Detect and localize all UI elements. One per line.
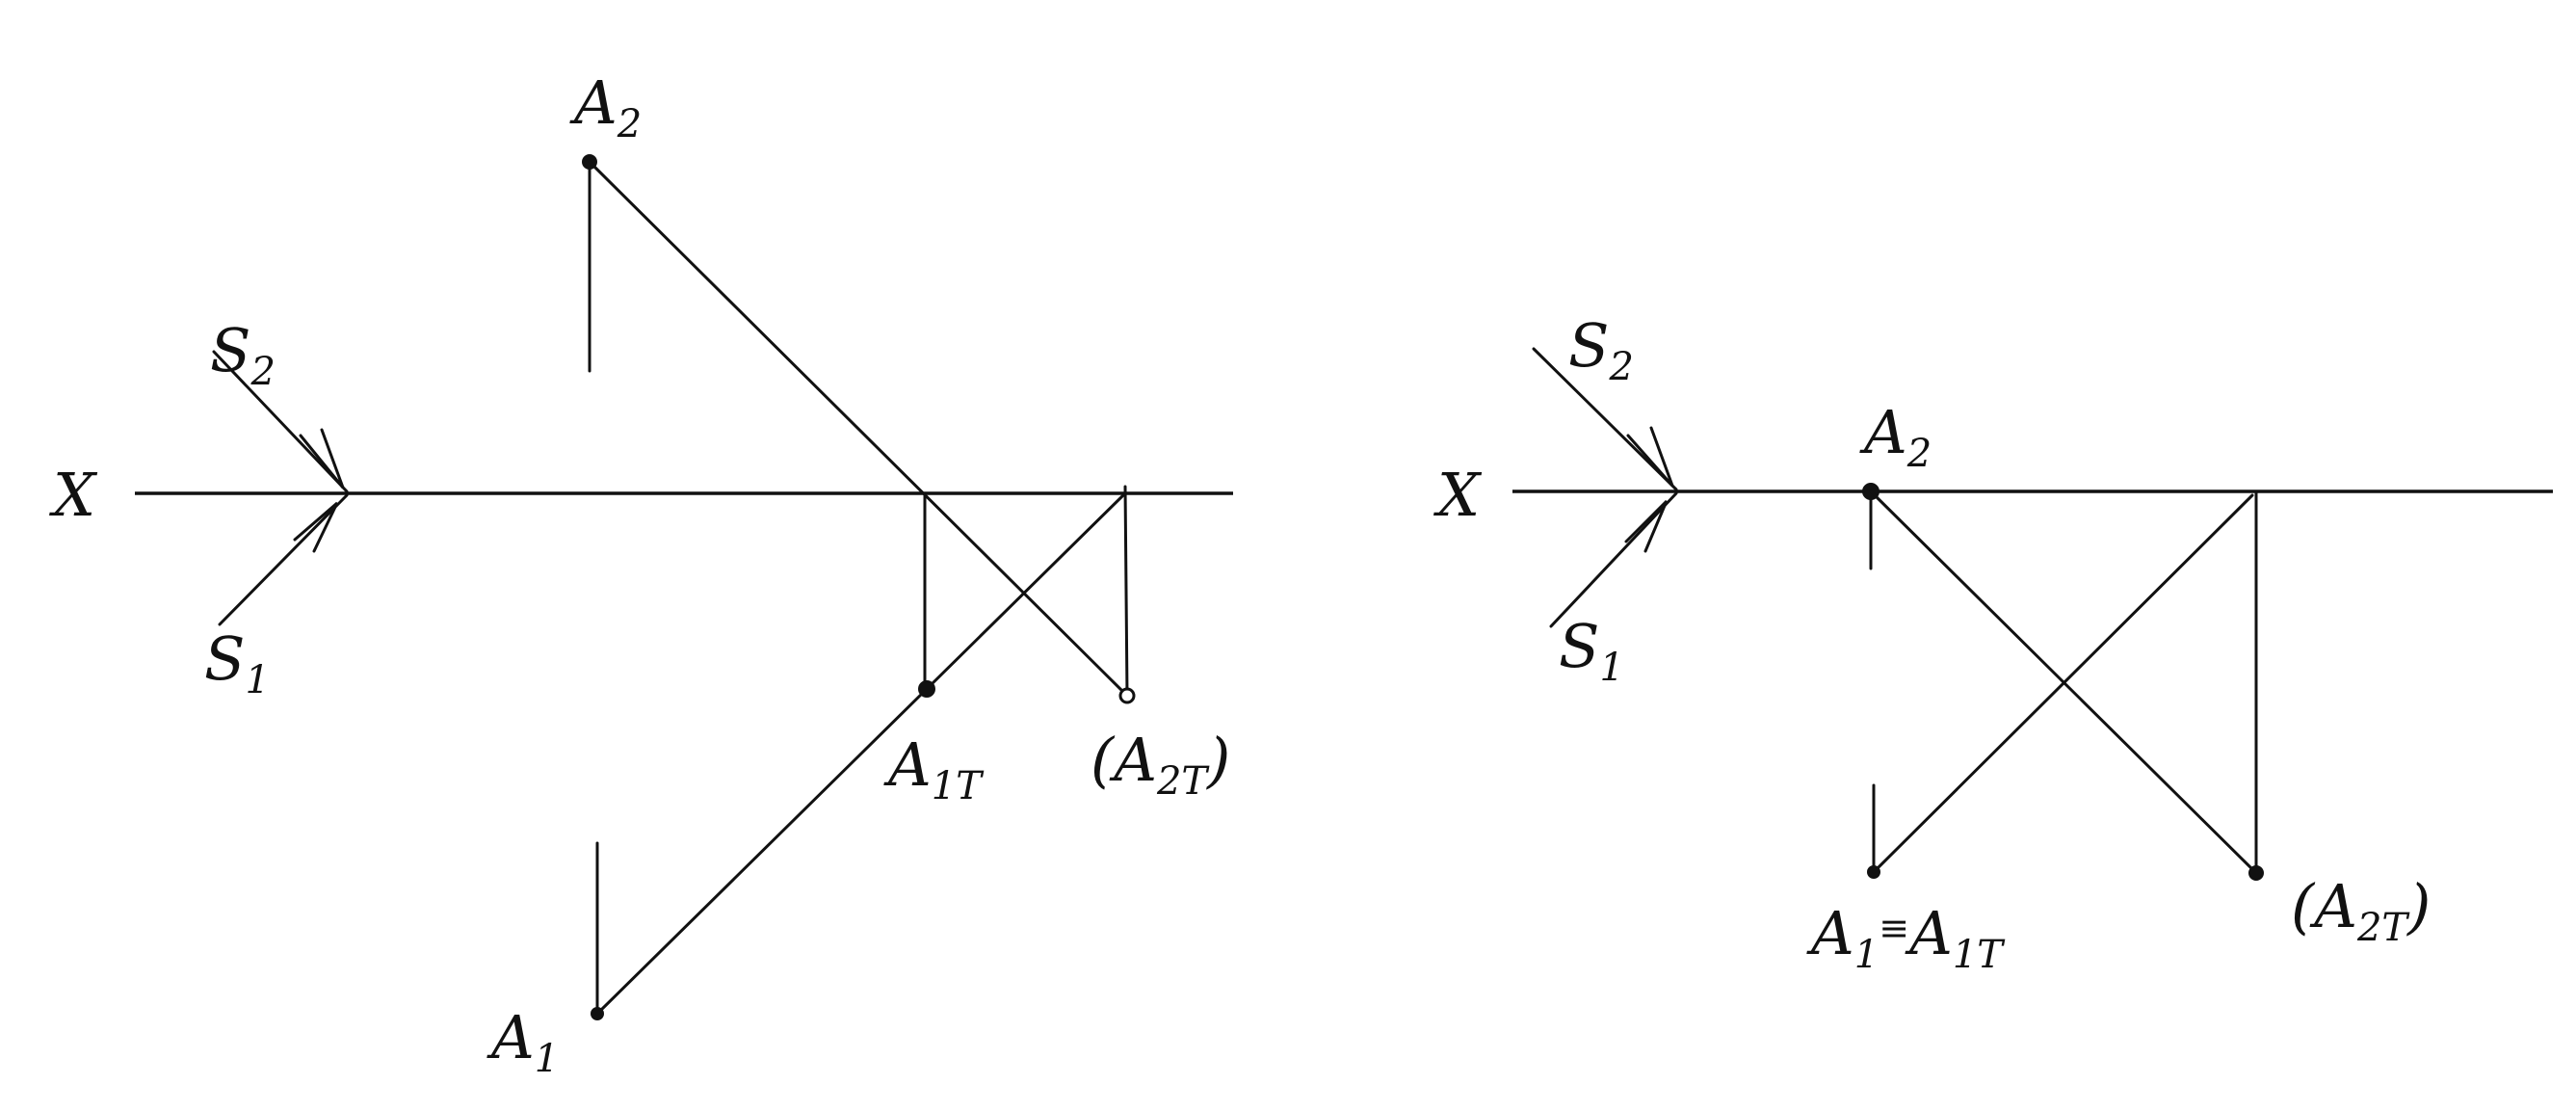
right-a2t-point [2248, 865, 2264, 881]
left-a2t-point [1118, 687, 1136, 704]
left-a2t-label: (A2T) [1091, 725, 1230, 804]
left-s1-arrow-line [218, 493, 349, 626]
right-s2-label: S2 [1568, 310, 1634, 389]
left-s1-arrowhead [293, 501, 339, 553]
right-s1-arrowhead [1624, 499, 1669, 553]
left-a1t-label: A1T [883, 729, 985, 808]
left-a2t-vertical-line [1123, 485, 1129, 698]
left-s1-label: S1 [204, 623, 270, 702]
right-a2t-label: (A2T) [2291, 871, 2431, 950]
right-s2-arrowhead [1626, 426, 1674, 487]
right-figure: X S2 S1 A2 A1≡A1T (A2T) [1433, 310, 2553, 977]
left-x-axis-label: X [49, 460, 98, 530]
left-a1t-point [918, 680, 935, 698]
right-s1-label: S1 [1559, 611, 1624, 690]
left-a2-to-a2t-line [588, 160, 1129, 698]
right-s1-arrow-line [1549, 491, 1678, 628]
left-s2-label: S2 [210, 315, 276, 394]
left-a2-label: A2 [569, 67, 642, 146]
right-a2-label: A2 [1859, 397, 1932, 476]
right-s2-arrow-line [1532, 347, 1678, 491]
right-a1-to-axis-line [1872, 493, 2254, 874]
left-a1-label: A1 [486, 1002, 559, 1081]
right-a1-eq-a1t-label: A1≡A1T [1806, 898, 2006, 977]
right-x-axis-label: X [1433, 460, 1483, 530]
left-a1-to-axis-line [595, 491, 1127, 1016]
left-figure: X S2 S1 A2 A1 A1T (A2T) [49, 67, 1233, 1081]
left-s2-arrow-line [212, 350, 349, 493]
left-s2-arrowhead [299, 428, 345, 489]
